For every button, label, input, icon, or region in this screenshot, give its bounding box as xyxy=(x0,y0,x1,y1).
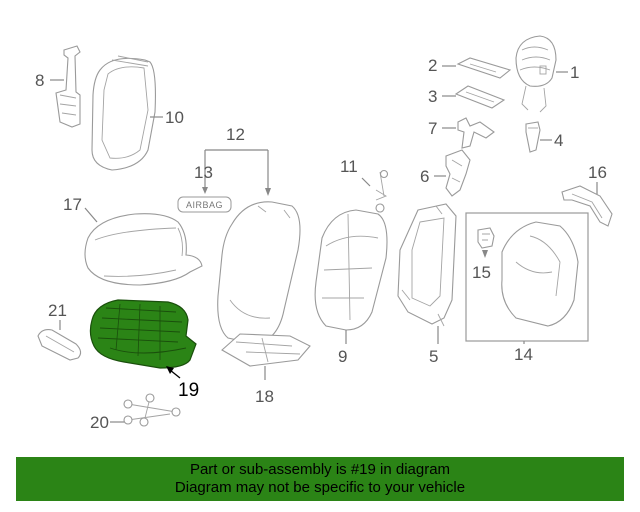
part-3[interactable] xyxy=(454,85,506,109)
part-4[interactable] xyxy=(525,121,541,153)
callout-10: 10 xyxy=(165,108,184,127)
callout-9: 9 xyxy=(338,347,347,366)
leader-11 xyxy=(361,177,371,187)
part-19-seat-cushion[interactable] xyxy=(89,299,197,369)
callout-2: 2 xyxy=(428,56,437,75)
part-15-clip[interactable] xyxy=(477,227,495,249)
part-8[interactable] xyxy=(55,45,81,128)
part-5[interactable] xyxy=(397,203,457,327)
callout-8: 8 xyxy=(35,71,44,90)
callout-16: 16 xyxy=(588,163,607,182)
callout-12: 12 xyxy=(226,125,245,144)
callout-18: 18 xyxy=(255,387,274,406)
banner-line-2: Diagram may not be specific to your vehi… xyxy=(174,479,466,496)
banner-line-1: Part or sub-assembly is #19 in diagram xyxy=(189,461,451,478)
part-20[interactable] xyxy=(123,393,181,427)
callout-1: 1 xyxy=(570,63,579,82)
callout-4: 4 xyxy=(554,131,563,150)
callout-3: 3 xyxy=(428,87,437,106)
part-6[interactable] xyxy=(445,149,471,197)
callout-5: 5 xyxy=(429,347,438,366)
arrow-15 xyxy=(482,250,488,258)
part-13-airbag-label[interactable]: AIRBAG xyxy=(177,196,232,213)
info-banner: Part or sub-assembly is #19 in diagram D… xyxy=(16,457,624,501)
part-1-headrest[interactable] xyxy=(515,35,557,113)
callout-20: 20 xyxy=(90,413,109,432)
callout-6: 6 xyxy=(420,167,429,186)
part-11[interactable] xyxy=(375,169,389,213)
callout-14: 14 xyxy=(514,345,533,364)
part-17[interactable] xyxy=(84,213,203,286)
part-10[interactable] xyxy=(91,55,156,171)
part-18[interactable] xyxy=(221,333,311,367)
part-21[interactable] xyxy=(37,329,82,361)
part-9[interactable] xyxy=(314,209,388,331)
arrow-19 xyxy=(166,366,174,374)
part-14-back-panel[interactable] xyxy=(501,221,579,327)
bracket-12 xyxy=(204,149,269,192)
callout-19: 19 xyxy=(178,380,199,401)
part-16[interactable] xyxy=(561,185,613,227)
part-12-backrest-cover[interactable] xyxy=(217,201,301,345)
callout-7: 7 xyxy=(428,119,437,138)
airbag-label-text: AIRBAG xyxy=(186,200,223,210)
callout-15: 15 xyxy=(472,263,491,282)
callout-17: 17 xyxy=(63,195,82,214)
part-2[interactable] xyxy=(456,57,512,79)
part-7[interactable] xyxy=(457,117,495,149)
parts-diagram: 8 10 12 13 AIRBAG 17 11 9 xyxy=(35,35,613,432)
callout-21: 21 xyxy=(48,301,67,320)
leader-17 xyxy=(84,207,98,223)
callout-13: 13 xyxy=(194,163,213,182)
callout-11: 11 xyxy=(340,157,358,176)
arrow-12 xyxy=(265,188,271,196)
arrow-13 xyxy=(202,187,208,194)
